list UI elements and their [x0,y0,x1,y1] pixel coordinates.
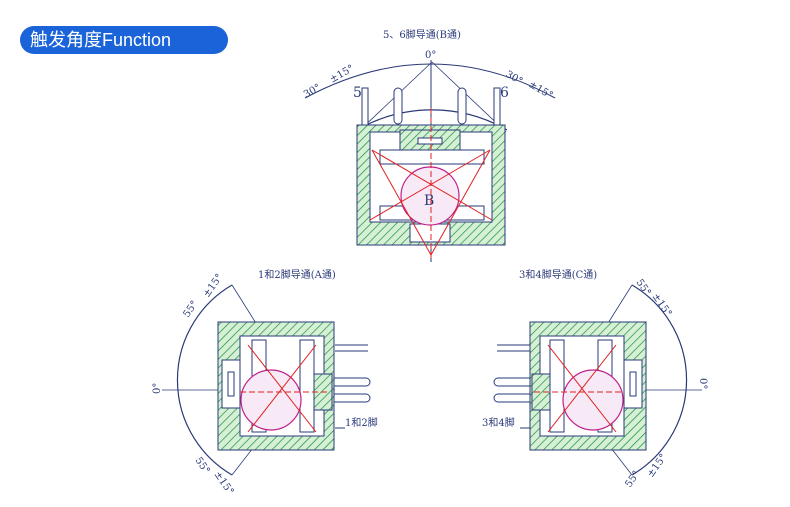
function-badge: 触发角度Function [20,26,228,54]
zero-label-c: 0° [697,378,708,389]
red-line-b1 [371,149,432,256]
top-angle-c: 55° [634,277,653,298]
slot-c [629,371,637,397]
bottom-tol-a: ±15° [212,469,236,497]
diagram-a: 1和2脚导通(A通) 0° 55° ±15° 55° ±15° 1和2脚 [152,268,378,497]
left-block-c [531,373,551,411]
pin-label-a: 1和2脚 [345,416,378,429]
pin-label-5: 5 [353,85,362,101]
caption-b: 5、6脚导通(B通) [383,28,461,41]
pin-2 [329,377,371,387]
slot-a [227,371,235,397]
zero-label-b: 0° [425,50,436,61]
left-tol-b: ±15° [328,63,356,86]
contact-bar-b [379,149,485,165]
red-line-c2 [547,344,617,433]
diagram-c: 3和4脚导通(C通) 0° 55° ±15° 55° ±15° 3和4脚 [482,268,708,490]
right-tol-b: ±15° [527,79,555,102]
bottom-tol-c: ±15° [645,452,669,480]
angle-arc-b [356,109,508,131]
pin-4 [493,377,535,387]
ball-a [240,369,302,431]
pin-label-6: 6 [500,85,509,101]
angle-arc-a [176,284,233,476]
left-angle-b: 30° [302,82,323,100]
red-line-b3 [371,149,493,221]
pin-6 [493,87,501,131]
caption-c: 3和4脚导通(C通) [519,268,597,281]
red-line-b2 [430,149,491,256]
bottom-angle-c: 55° [623,469,642,490]
ball-b [400,166,460,226]
red-line-b4 [369,149,491,221]
caption-a: 1和2脚导通(A通) [258,268,336,281]
pin-inner-right [457,87,467,125]
ball-c [562,369,624,431]
pin-5 [361,87,369,131]
pin-inner-left [393,87,403,125]
zero-label-a: 0° [152,383,163,394]
bottom-block-b [409,223,451,243]
lower-bar-c [549,339,565,433]
pin-inner-a [329,393,371,403]
diagram-b: 5、6脚导通(B通) 0° 30° ±15° 30° ±15° 5 6 B [302,28,556,262]
slot-b [417,137,443,145]
ball-label-b: B [424,193,434,209]
red-line-a2 [247,344,317,433]
top-tol-c: ±15° [650,291,674,319]
pin-label-c: 3和4脚 [482,416,515,429]
pin-inner-c [493,393,535,403]
top-tol-a: ±15° [201,272,225,300]
lower-bar-a [299,339,315,433]
angle-arc-c [631,284,688,476]
bottom-angle-a: 55° [193,455,212,476]
